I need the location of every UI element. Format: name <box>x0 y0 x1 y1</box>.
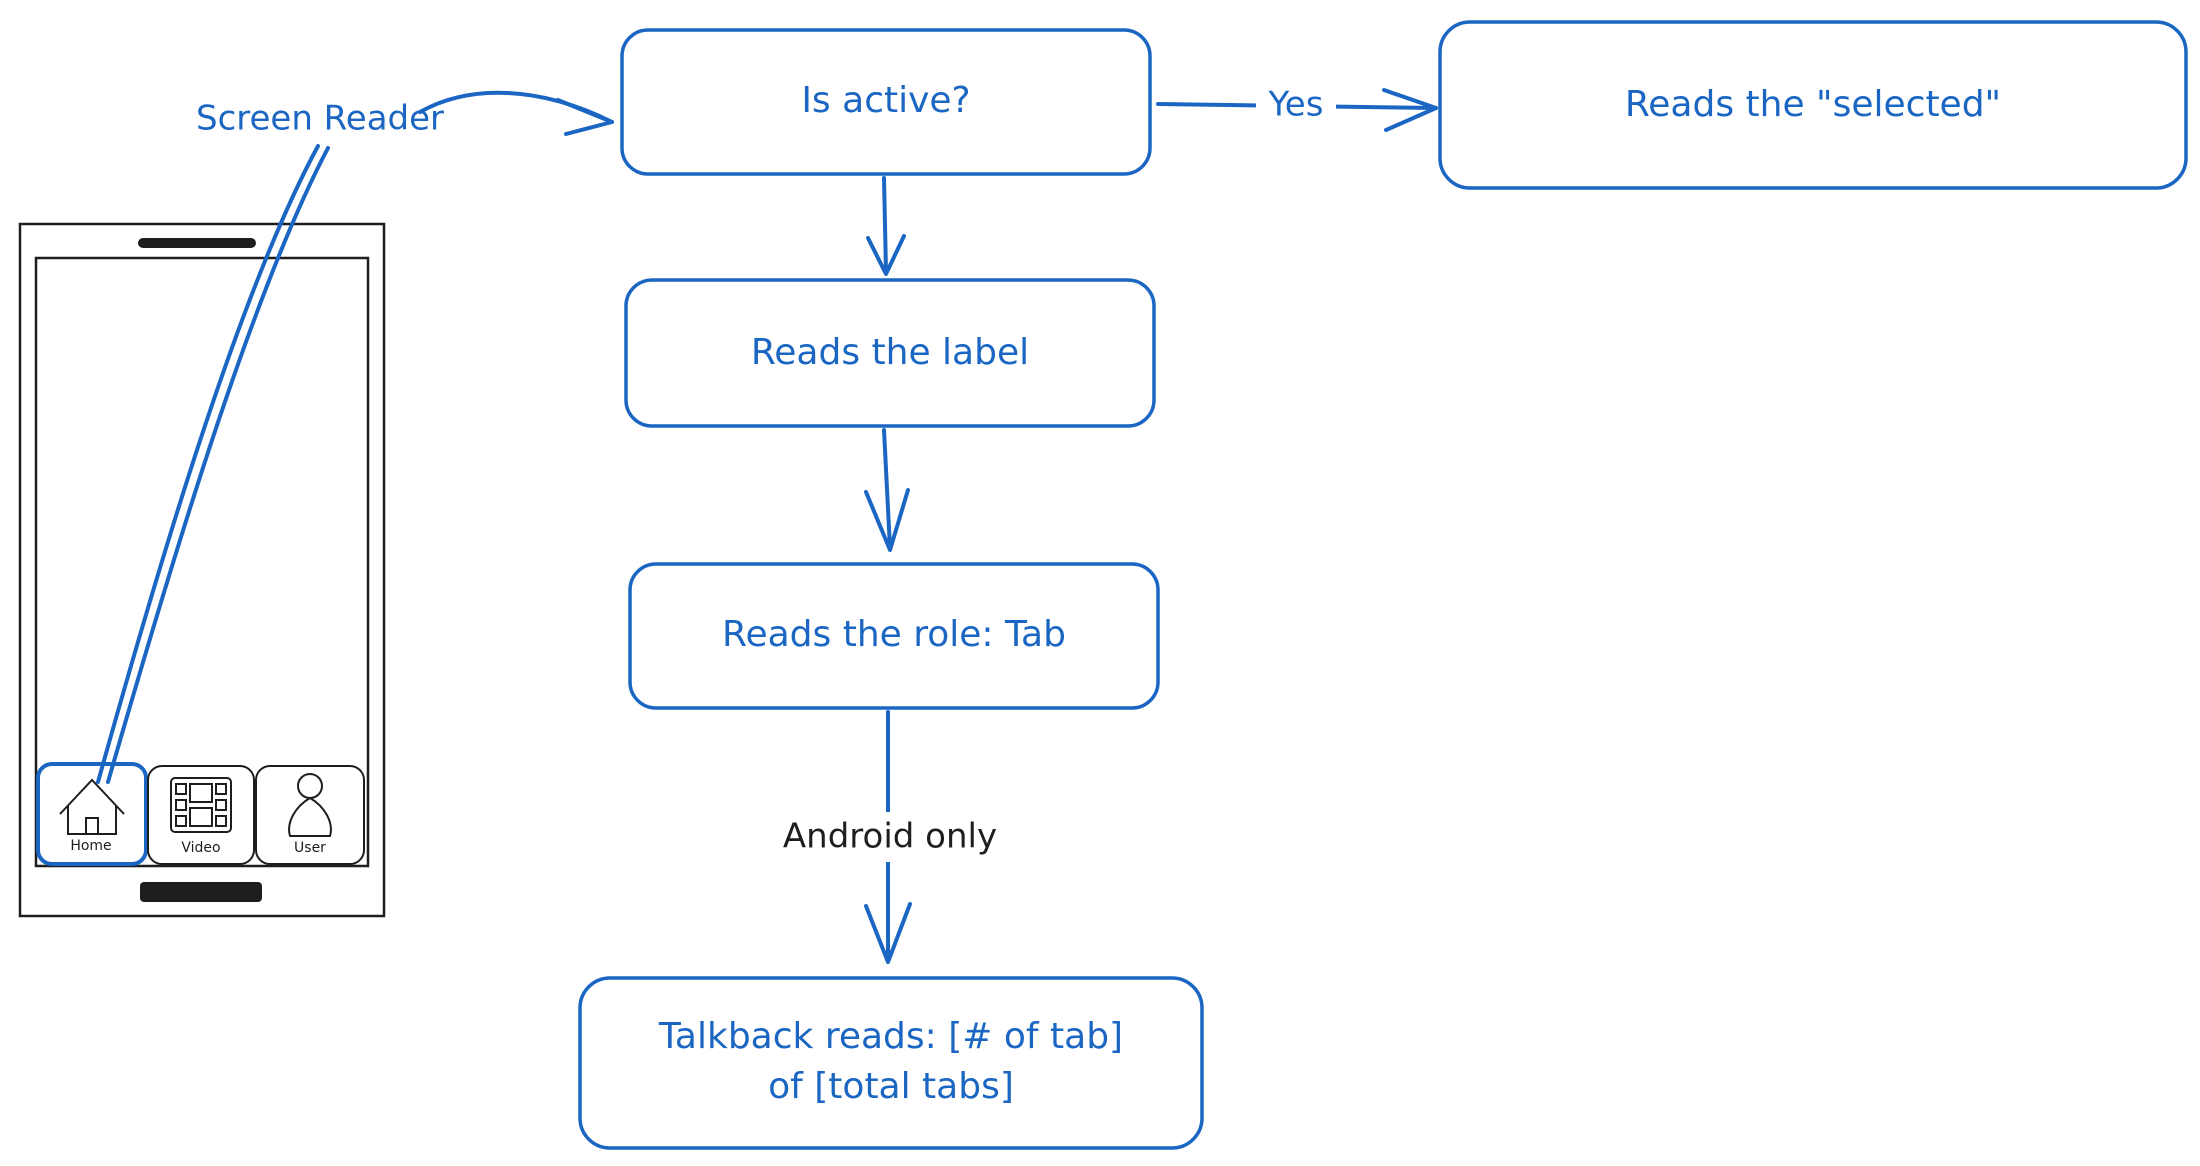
screen-reader-pointer-line <box>96 144 320 784</box>
screen-reader-pointer-line-2 <box>106 146 330 784</box>
home-icon <box>59 778 125 835</box>
phone-home-button <box>140 882 262 902</box>
talkback-node <box>578 976 1204 1150</box>
screen-reader-to-is-active-edge <box>418 90 614 124</box>
phone-screen <box>34 256 370 868</box>
reads-role-node <box>628 562 1160 710</box>
is-active-to-label-arrowhead <box>866 234 906 276</box>
reads-selected-node <box>1438 20 2188 190</box>
label-to-role-edge <box>882 428 892 550</box>
tab-video[interactable]: Video <box>147 765 255 865</box>
android-label-bg <box>766 812 1014 862</box>
tab-video-label: Video <box>181 840 220 856</box>
phone-mockup: Home Video <box>18 222 386 918</box>
talkback-text-line1: Talkback reads: [# of tab] <box>658 1016 1123 1057</box>
tab-home[interactable]: Home <box>36 762 148 866</box>
tab-user[interactable]: User <box>255 765 365 865</box>
reads-label-node <box>624 278 1156 428</box>
reads-role-text: Reads the role: Tab <box>722 614 1066 655</box>
yes-arrowhead <box>1382 88 1438 132</box>
role-to-talkback-arrowhead <box>864 902 912 964</box>
reads-label-text: Reads the label <box>751 332 1029 373</box>
is-active-to-label-edge <box>882 176 888 274</box>
talkback-text-line2: of [total tabs] <box>768 1066 1014 1107</box>
screen-reader-label: Screen Reader <box>196 99 444 139</box>
yes-label: Yes <box>1268 85 1324 125</box>
phone-speaker <box>138 238 256 248</box>
is-active-node <box>620 28 1152 176</box>
is-active-text: Is active? <box>801 80 970 121</box>
video-icon <box>170 777 232 833</box>
user-icon <box>288 773 332 837</box>
label-to-role-arrowhead <box>864 488 910 552</box>
tab-bar: Home Video <box>36 762 365 866</box>
tab-home-label: Home <box>70 838 111 854</box>
phone-frame <box>18 222 386 918</box>
yes-label-bg <box>1256 84 1336 128</box>
screen-reader-arrowhead <box>556 98 614 136</box>
tab-user-label: User <box>294 840 326 856</box>
reads-selected-text: Reads the "selected" <box>1625 84 2001 125</box>
android-only-label: Android only <box>783 817 997 857</box>
